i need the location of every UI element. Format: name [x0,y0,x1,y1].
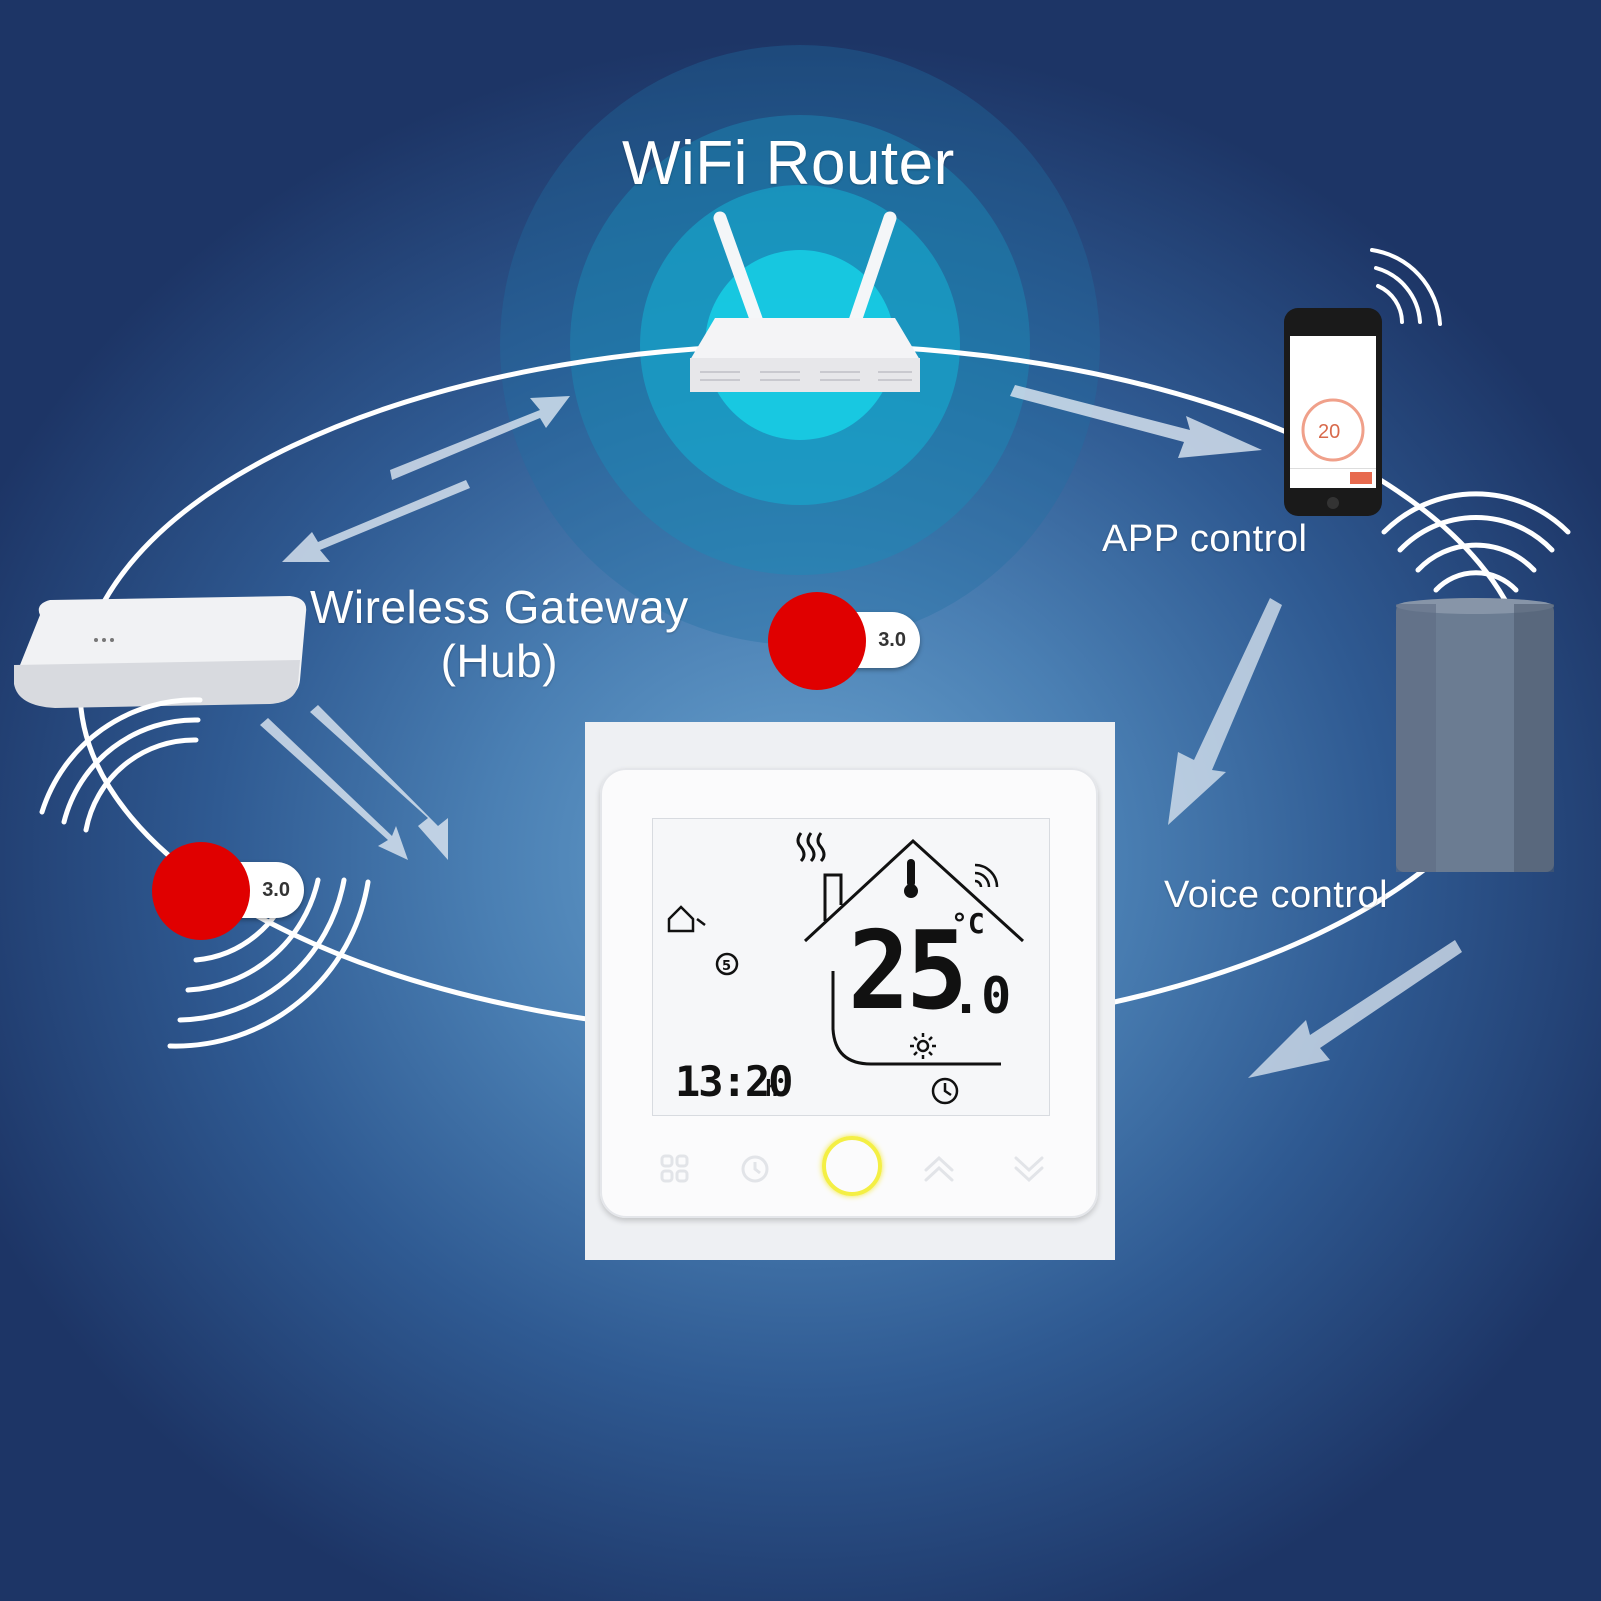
hub-label-line1: Wireless Gateway [310,581,689,633]
temperature-unit: °C [951,907,985,940]
current-temperature: 25 [848,909,968,1034]
sun-icon [910,1033,936,1059]
hub-label-line2: (Hub) [440,635,559,687]
wifi-router-icon [690,211,920,392]
phone-screen-temp: 20 [1318,421,1340,443]
badge-red-dot [768,592,866,690]
speaker-signal-waves [1381,491,1571,593]
smart-speaker-icon [1396,598,1554,872]
away-mode-icon [667,905,706,933]
temperature-up-button[interactable] [916,1146,962,1192]
arrow-hub-to-thermostat [260,705,448,860]
clock-suffix: h [765,1077,779,1102]
badge-version: 3.0 [878,629,906,651]
arrow-voice-to-thermostat [1248,940,1462,1078]
program-icon: 5 [715,952,739,976]
wireless-hub-icon [14,596,307,708]
smartphone-app-icon: 20 [1284,308,1382,516]
badge-red-dot [152,842,250,940]
schedule-clock-icon [931,1077,959,1105]
router-label: WiFi Router [622,129,955,198]
voice-control-label: Voice control [1164,874,1389,916]
svg-text:5: 5 [722,959,731,974]
arrow-app-to-thermostat [1168,598,1282,825]
temperature-down-button[interactable] [1006,1146,1052,1192]
heating-waves-icon [796,832,826,863]
schedule-button[interactable] [732,1146,778,1192]
wifi-signal-icon [974,863,999,888]
thermostat-lcd: 5 25 °C .0 13:20 h [652,818,1050,1116]
phone-signal-waves [1370,248,1442,326]
app-control-label: APP control [1102,518,1308,560]
lcd-graphics: 5 [667,832,1025,1105]
clock-time: 13:20 [675,1057,793,1106]
arrow-router-to-app [1010,385,1262,458]
arrow-hub-to-router [282,396,570,562]
temperature-decimal: .0 [951,967,1012,1025]
house-outline-icon [803,838,1025,1066]
power-button[interactable] [822,1136,882,1196]
hub-label: Wireless Gateway (Hub) [310,580,689,688]
thermometer-icon [904,859,918,898]
badge-version: 3.0 [262,879,290,901]
menu-grid-button[interactable] [652,1146,698,1192]
